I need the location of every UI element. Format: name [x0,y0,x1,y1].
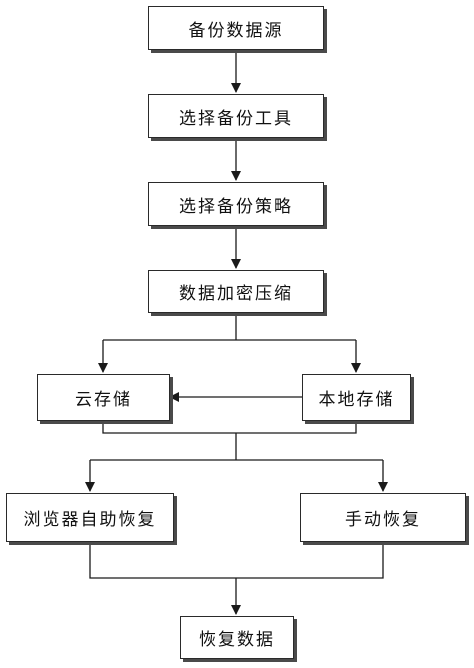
node-restore-data: 恢复数据 [180,616,294,659]
line-merge-restore [89,542,384,579]
node-select-backup-strategy: 选择备份策略 [148,182,324,226]
node-local-storage: 本地存储 [302,374,411,421]
node-encrypt-compress: 数据加密压缩 [148,270,324,313]
line-merge-storage [102,421,357,434]
node-manual-restore: 手动恢复 [300,493,466,542]
node-backup-source: 备份数据源 [148,6,324,50]
node-browser-self-restore: 浏览器自助恢复 [6,493,174,542]
node-select-backup-tool: 选择备份工具 [148,94,324,138]
node-cloud-storage: 云存储 [37,374,170,421]
